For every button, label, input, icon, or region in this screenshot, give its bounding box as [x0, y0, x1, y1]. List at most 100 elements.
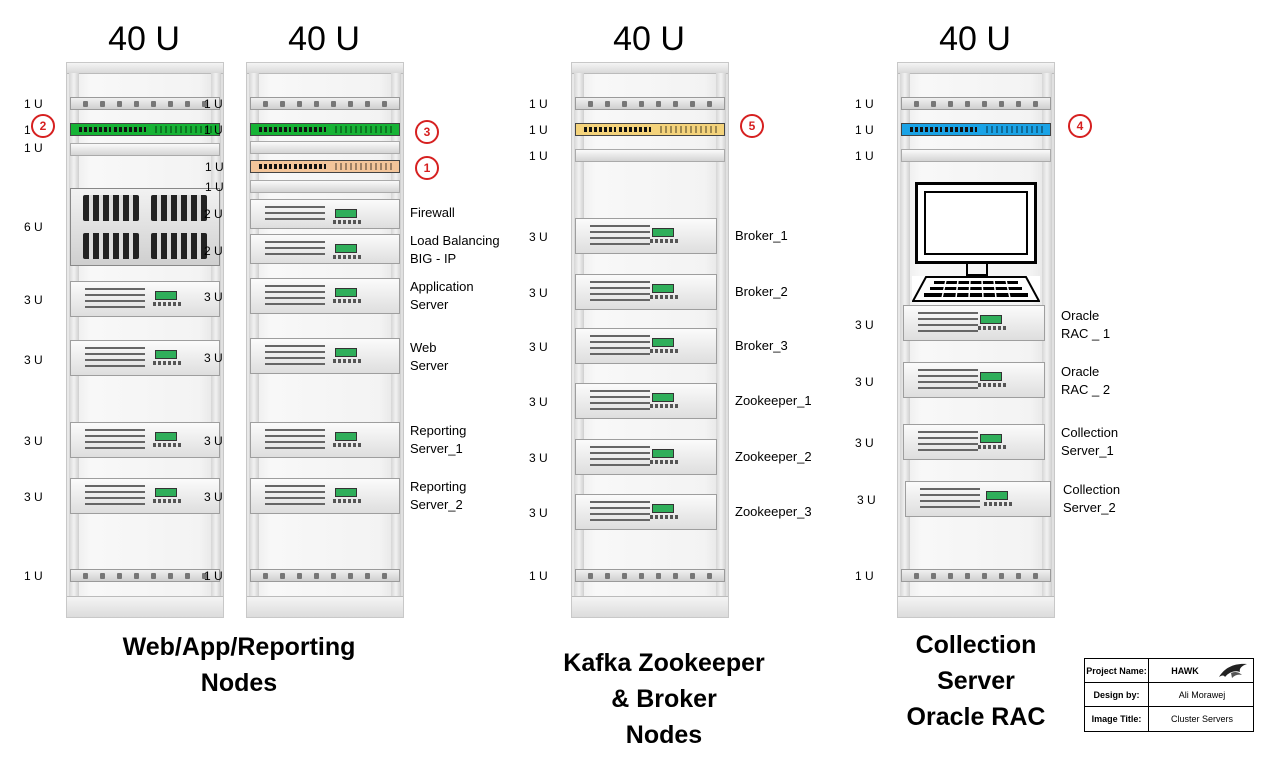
- label-zookeeper-1: Zookeeper_1: [735, 393, 812, 408]
- pdu-bottom: [575, 569, 725, 582]
- label-load-balancing: Load Balancing BIG - IP: [410, 233, 500, 266]
- label-firewall: Firewall: [410, 205, 455, 220]
- label-broker-3: Broker_3: [735, 338, 788, 353]
- unit-label: 3 U: [204, 490, 223, 504]
- unit-label: 3 U: [529, 286, 548, 300]
- design-by-key: Design by:: [1085, 683, 1149, 706]
- unit-label: 3 U: [204, 351, 223, 365]
- unit-label: 1 U: [24, 97, 43, 111]
- zookeeper-server-3: [575, 494, 717, 530]
- collection-server-2: [905, 481, 1051, 517]
- label-zookeeper-2: Zookeeper_2: [735, 449, 812, 464]
- pdu-bottom: [250, 569, 400, 582]
- unit-label: 1 U: [855, 149, 874, 163]
- rack-server: [70, 340, 220, 376]
- pdu-top: [70, 97, 220, 110]
- label-reporting-server-1: Reporting Server_1: [410, 423, 467, 456]
- rack-4-height-label: 40 U: [939, 20, 1011, 58]
- network-switch: [250, 160, 400, 173]
- blank-panel: [250, 180, 400, 193]
- label-oracle-rac-1: Oracle RAC _ 1: [1061, 308, 1111, 341]
- caption-kafka: Kafka Zookeeper & Broker Nodes: [563, 649, 765, 749]
- zookeeper-server-2: [575, 439, 717, 475]
- image-title-value: Cluster Servers: [1170, 714, 1233, 724]
- title-block-row: Design by: Ali Morawej: [1085, 683, 1253, 707]
- blank-panel: [70, 143, 220, 156]
- design-by-value: Ali Morawej: [1178, 690, 1226, 700]
- label-oracle-rac-2: Oracle RAC _ 2: [1061, 364, 1111, 397]
- unit-label: 3 U: [855, 318, 874, 332]
- pdu-top: [901, 97, 1051, 110]
- network-switch: [575, 123, 725, 136]
- broker-server-1: [575, 218, 717, 254]
- unit-label: 6 U: [24, 220, 43, 234]
- rack-server: [70, 422, 220, 458]
- reporting-server-1: [250, 422, 400, 458]
- broker-server-2: [575, 274, 717, 310]
- unit-label: 3 U: [855, 375, 874, 389]
- label-collection-server-2: Collection Server_2: [1063, 482, 1121, 515]
- callout-badge-5: 5: [740, 114, 764, 138]
- image-title-key: Image Title:: [1085, 707, 1149, 731]
- unit-label: 3 U: [529, 451, 548, 465]
- title-block-row: Project Name: HAWK: [1085, 659, 1253, 683]
- label-reporting-server-2: Reporting Server_2: [410, 479, 467, 512]
- unit-label: 1 U: [529, 149, 548, 163]
- network-switch: [901, 123, 1051, 136]
- label-zookeeper-3: Zookeeper_3: [735, 504, 812, 519]
- monitor-icon: [915, 182, 1037, 264]
- pdu-top: [575, 97, 725, 110]
- monitor-stand: [966, 264, 988, 276]
- unit-label: 3 U: [204, 434, 223, 448]
- blank-panel: [575, 149, 725, 162]
- unit-label: 1 U: [24, 141, 43, 155]
- storage-server-6u: [70, 188, 220, 266]
- unit-label: 1 U: [855, 97, 874, 111]
- network-switch: [70, 123, 220, 136]
- unit-label: 1 U: [855, 569, 874, 583]
- unit-label: 3 U: [529, 395, 548, 409]
- broker-server-3: [575, 328, 717, 364]
- rack-1-height-label: 40 U: [108, 20, 180, 58]
- keyboard-icon: [912, 276, 1040, 302]
- pdu-bottom: [70, 569, 220, 582]
- unit-label: 3 U: [24, 353, 43, 367]
- rack-server: [70, 478, 220, 514]
- network-switch: [250, 123, 400, 136]
- oracle-rac-server-1: [903, 305, 1045, 341]
- unit-label: 1 U: [529, 97, 548, 111]
- unit-label: 3 U: [24, 490, 43, 504]
- unit-label: 3 U: [855, 436, 874, 450]
- unit-label: 3 U: [529, 506, 548, 520]
- callout-badge-1: 1: [415, 156, 439, 180]
- label-collection-server-1: Collection Server_1: [1061, 425, 1119, 458]
- firewall-appliance: [250, 199, 400, 229]
- project-name-value: HAWK: [1171, 666, 1199, 676]
- caption-web-app-reporting: Web/App/Reporting Nodes: [122, 633, 356, 697]
- unit-label: 3 U: [24, 434, 43, 448]
- unit-label: 1 U: [204, 97, 223, 111]
- pdu-bottom: [901, 569, 1051, 582]
- unit-label: 3 U: [529, 340, 548, 354]
- unit-label: 2 U: [204, 207, 223, 221]
- callout-badge-2: 2: [31, 114, 55, 138]
- oracle-rac-server-2: [903, 362, 1045, 398]
- load-balancer-appliance: [250, 234, 400, 264]
- title-block: Project Name: HAWK Design by: Ali Morawe…: [1084, 658, 1254, 732]
- unit-label: 3 U: [529, 230, 548, 244]
- unit-label: 1 U: [529, 569, 548, 583]
- label-application-server: Application Server: [410, 279, 474, 312]
- hawk-logo-icon: [1219, 663, 1247, 678]
- web-server: [250, 338, 400, 374]
- unit-label: 1 U: [205, 160, 224, 174]
- project-name-key: Project Name:: [1085, 659, 1149, 682]
- rack-2-height-label: 40 U: [288, 20, 360, 58]
- unit-label: 1 U: [204, 123, 223, 137]
- unit-label: 3 U: [204, 290, 223, 304]
- callout-badge-4: 4: [1068, 114, 1092, 138]
- label-web-server: Web Server: [410, 340, 449, 373]
- unit-label: 1 U: [205, 180, 224, 194]
- unit-label: 3 U: [24, 293, 43, 307]
- unit-label: 1 U: [204, 569, 223, 583]
- application-server: [250, 278, 400, 314]
